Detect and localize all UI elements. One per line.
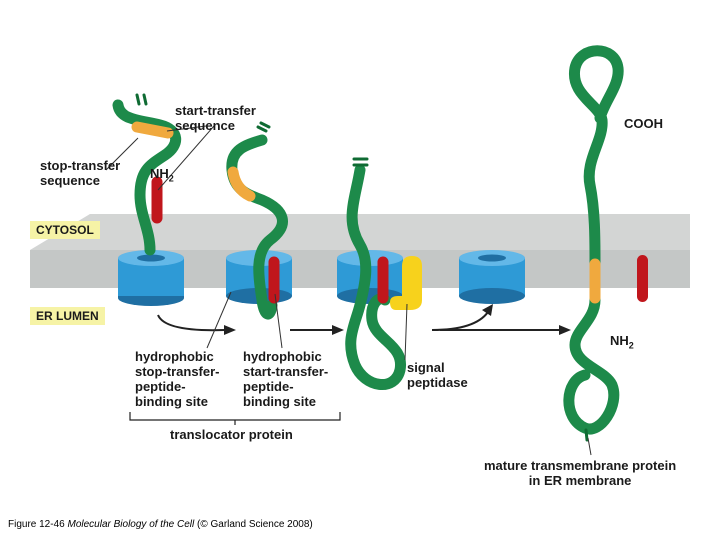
mature-protein-label: mature transmembrane protein in ER membr…	[484, 458, 677, 488]
cooh-label: COOH	[624, 116, 663, 131]
mature-transmembrane-protein	[563, 45, 624, 442]
nh2-top-subscript: 2	[168, 173, 174, 184]
signal-peptidase-label: signal peptidase	[407, 360, 468, 390]
translocator-bracket	[129, 412, 341, 421]
nh2-bottom-text: NH	[610, 333, 629, 348]
nh2-top-text: NH	[150, 166, 169, 181]
start-transfer-sequence-label: start-transfer sequence	[175, 103, 256, 133]
cytosol-label: CYTOSOL	[30, 221, 100, 239]
translocator-protein-label: translocator protein	[170, 427, 293, 442]
polypeptide-1	[112, 93, 182, 256]
stop-transfer-sequence-label: stop-transfer sequence	[40, 158, 121, 188]
figure-caption: Figure 12-46 Molecular Biology of the Ce…	[8, 519, 313, 530]
caption-suffix: (© Garland Science 2008)	[194, 519, 313, 530]
translocator-4	[459, 250, 525, 304]
translocator-1	[118, 250, 184, 306]
er-lumen-label: ER LUMEN	[30, 307, 105, 325]
caption-book-title: Molecular Biology of the Cell	[67, 519, 195, 530]
cleaved-signal-sequence	[637, 255, 648, 302]
polypeptide-3	[345, 157, 406, 391]
nh2-top-label: NH2	[150, 166, 174, 187]
polypeptide-2	[226, 121, 288, 320]
arrows	[157, 304, 571, 335]
caption-prefix: Figure 12-46	[8, 519, 68, 530]
nh2-bottom-label: NH2	[610, 333, 634, 354]
pointer-lines	[105, 125, 592, 456]
signal-peptidase	[390, 256, 422, 310]
hydrophobic-start-transfer-label: hydrophobic start-transfer- peptide- bin…	[243, 349, 329, 409]
hydrophobic-stop-transfer-label: hydrophobic stop-transfer- peptide- bind…	[135, 349, 220, 409]
nh2-bottom-subscript: 2	[628, 340, 634, 351]
